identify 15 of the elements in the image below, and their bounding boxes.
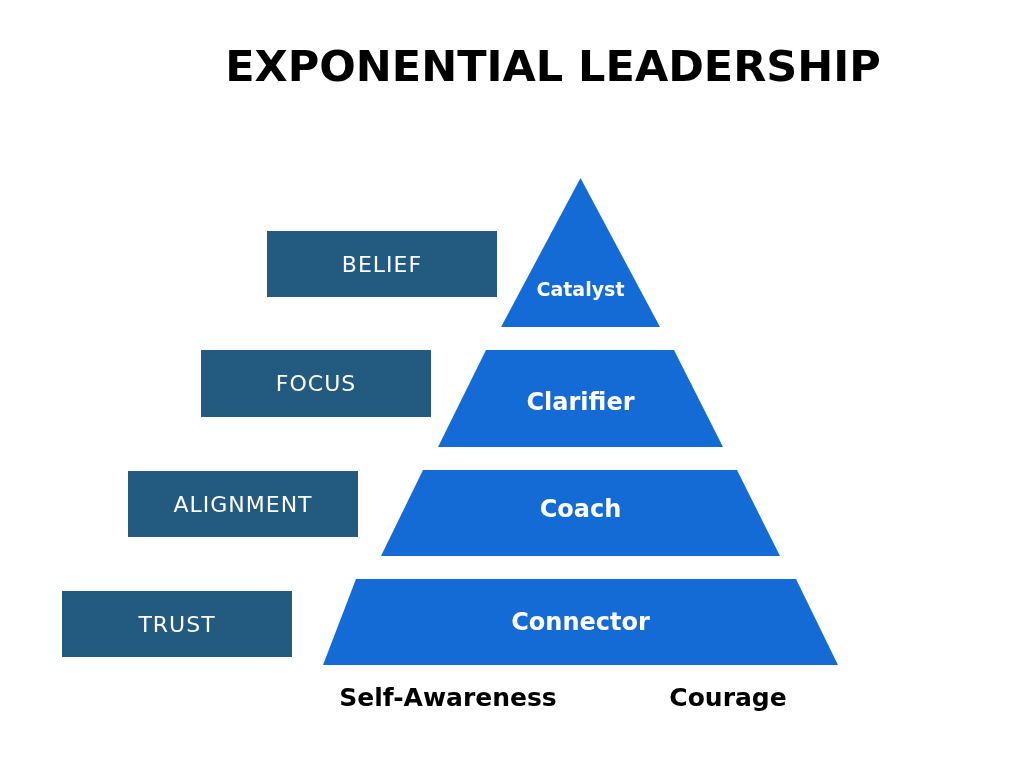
pyramid-tier <box>381 470 780 556</box>
tier-label: Clarifier <box>526 390 635 416</box>
tier-label: Connector <box>511 610 650 636</box>
diagram-title: EXPONENTIAL LEADERSHIP <box>224 40 882 92</box>
tier-label: Catalyst <box>536 280 625 300</box>
base-label: Courage <box>669 683 787 713</box>
value-banner: TRUST <box>62 591 292 657</box>
tier-label: Coach <box>539 497 622 523</box>
value-banner: BELIEF <box>267 231 497 297</box>
pyramid-tier <box>501 178 660 327</box>
pyramid-tier <box>323 579 838 665</box>
base-label: Self-Awareness <box>339 683 557 713</box>
pyramid-tier <box>438 350 723 447</box>
value-banner: FOCUS <box>201 350 431 417</box>
value-banner: ALIGNMENT <box>128 471 358 537</box>
